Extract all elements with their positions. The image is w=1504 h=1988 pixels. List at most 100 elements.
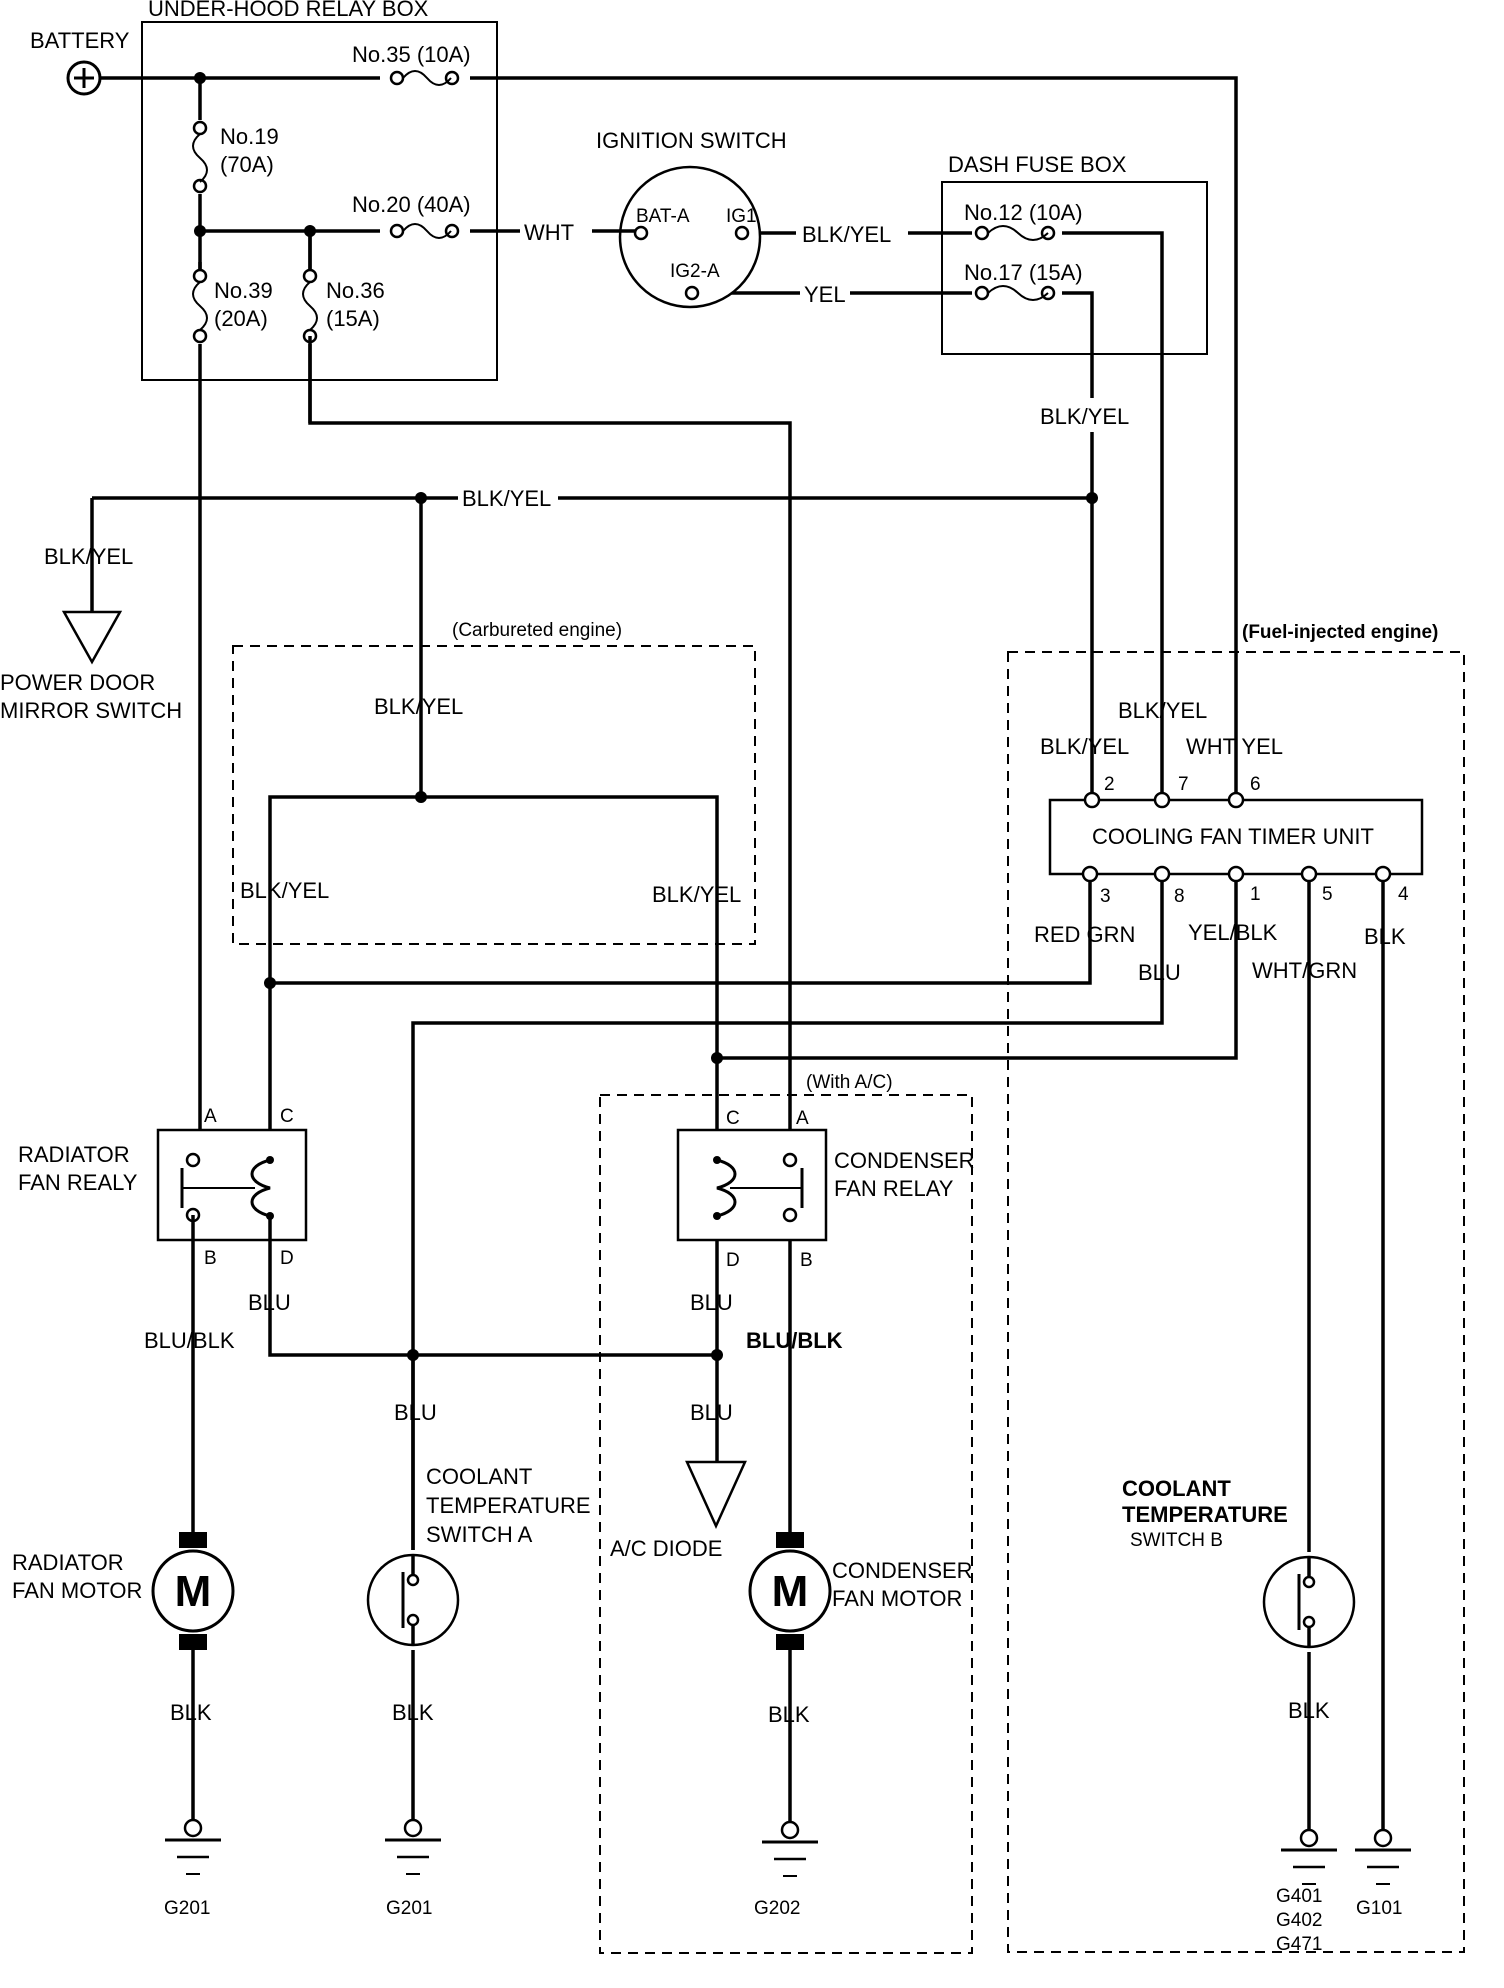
cts-a-label-2: TEMPERATURE xyxy=(426,1493,591,1518)
wire-blk-yel-carb: BLK/YEL xyxy=(374,694,463,719)
ground-label-g471: G471 xyxy=(1276,1934,1322,1955)
wire-blk-switch-a: BLK xyxy=(392,1700,434,1725)
ground-g101 xyxy=(1355,1828,1411,1885)
cond-relay-pin-a: A xyxy=(796,1108,809,1129)
wire-blk-yel-mirror: BLK/YEL xyxy=(44,544,133,569)
carbureted-engine-label: (Carbureted engine) xyxy=(452,620,622,641)
wire-blk-yel-carb-right: BLK/YEL xyxy=(652,882,741,907)
ground-label-g202: G202 xyxy=(754,1898,800,1919)
radiator-fan-relay xyxy=(156,1128,308,1242)
cts-b-label-3: SWITCH B xyxy=(1130,1530,1223,1551)
fuse-36 xyxy=(300,268,320,344)
pdm-switch-label: POWER DOOR xyxy=(0,670,155,695)
wire-blk-yel-fuse17: BLK/YEL xyxy=(1040,404,1129,429)
ground-g201-a xyxy=(165,1818,221,1875)
ig2a-label: IG2-A xyxy=(670,261,720,282)
wire-blk-pin4: BLK xyxy=(1364,924,1406,949)
cts-a-label: COOLANT xyxy=(426,1464,532,1489)
rad-motor-label-2: FAN MOTOR xyxy=(12,1578,142,1603)
wire-blk-yel-pin7: BLK/YEL xyxy=(1118,698,1207,723)
fuse39-rating: (20A) xyxy=(214,306,268,331)
rad-motor-label: RADIATOR xyxy=(12,1550,124,1575)
wire-blk-yel-pin2: BLK/YEL xyxy=(1040,734,1129,759)
with-ac-label: (With A/C) xyxy=(806,1072,893,1093)
dash-fuse-box-label: DASH FUSE BOX xyxy=(948,152,1127,177)
wire-blu-cond-relay: BLU xyxy=(690,1290,733,1315)
fuse36-label: No.36 xyxy=(326,278,385,303)
battery-terminal xyxy=(66,60,102,96)
coolant-temperature-switch-b xyxy=(1262,1555,1356,1649)
fuse17-label: No.17 (15A) xyxy=(964,260,1083,285)
fuse-12 xyxy=(972,225,1062,241)
under-hood-relay-box xyxy=(141,21,498,381)
ac-diode-label: A/C DIODE xyxy=(610,1536,722,1561)
fuse19-rating: (70A) xyxy=(220,152,274,177)
ac-diode-icon xyxy=(685,1460,747,1530)
condenser-fan-motor xyxy=(748,1532,832,1650)
ground-label-g101: G101 xyxy=(1356,1898,1402,1919)
rad-relay-label-2: FAN REALY xyxy=(18,1170,138,1195)
fuse-35 xyxy=(380,70,470,86)
cond-motor-label: CONDENSER xyxy=(832,1558,973,1583)
fuse20-label: No.20 (40A) xyxy=(352,192,471,217)
dash-fuse-box xyxy=(941,181,1208,355)
fuse-20 xyxy=(380,223,470,239)
fuse-19 xyxy=(190,120,210,194)
power-door-mirror-switch-icon xyxy=(61,610,123,665)
ground-g202 xyxy=(762,1820,818,1877)
pin-3: 3 xyxy=(1100,886,1111,907)
fuse36-rating: (15A) xyxy=(326,306,380,331)
rad-motor-symbol: M xyxy=(175,1567,212,1616)
cond-relay-pin-d: D xyxy=(726,1250,740,1271)
junction-dots xyxy=(194,72,1098,1361)
wire-blu-rad-relay: BLU xyxy=(248,1290,291,1315)
radiator-fan-motor xyxy=(151,1532,235,1650)
carbureted-engine-area xyxy=(232,645,756,945)
rad-relay-pin-c: C xyxy=(280,1106,294,1127)
fuse-17 xyxy=(972,285,1062,301)
with-ac-area xyxy=(599,1094,973,1954)
wire-wht-grn: WHT/GRN xyxy=(1252,958,1357,983)
ground-g401 xyxy=(1281,1828,1337,1885)
rad-relay-pin-a: A xyxy=(204,1106,217,1127)
fuse-39 xyxy=(190,268,210,344)
pdm-switch-label-2: MIRROR SWITCH xyxy=(0,698,182,723)
pin-8: 8 xyxy=(1174,886,1185,907)
relay-box-label: UNDER-HOOD RELAY BOX xyxy=(148,0,429,21)
wire-blu-switch-a: BLU xyxy=(394,1400,437,1425)
ground-label-g402: G402 xyxy=(1276,1910,1322,1931)
wire-blk-yel-ig1: BLK/YEL xyxy=(802,222,891,247)
wires xyxy=(86,76,1385,1830)
wire-blk-cond-motor: BLK xyxy=(768,1702,810,1727)
wire-blk-yel-branch: BLK/YEL xyxy=(462,486,551,511)
cooling-fan-timer-unit xyxy=(1048,791,1424,883)
cond-motor-label-2: FAN MOTOR xyxy=(832,1586,962,1611)
condenser-fan-relay xyxy=(676,1128,828,1242)
ground-label-g201-b: G201 xyxy=(386,1898,432,1919)
wire-blk-yel-carb-left: BLK/YEL xyxy=(240,878,329,903)
fuse35-label: No.35 (10A) xyxy=(352,42,471,67)
fuse19-label: No.19 xyxy=(220,124,279,149)
cond-relay-label: CONDENSER xyxy=(834,1148,975,1173)
cts-b-label: COOLANT xyxy=(1122,1476,1231,1501)
wire-blu-pin8: BLU xyxy=(1138,960,1181,985)
pin-6: 6 xyxy=(1250,774,1261,795)
pin-5: 5 xyxy=(1322,884,1333,905)
rad-relay-pin-d: D xyxy=(280,1248,294,1269)
bat-a-label: BAT-A xyxy=(636,206,690,227)
rad-relay-pin-b: B xyxy=(204,1248,217,1269)
wire-yel: YEL xyxy=(804,282,846,307)
fuse39-label: No.39 xyxy=(214,278,273,303)
cond-motor-symbol: M xyxy=(772,1567,809,1616)
cond-relay-pin-c: C xyxy=(726,1108,740,1129)
cts-a-label-3: SWITCH A xyxy=(426,1522,533,1547)
ground-g201-b xyxy=(385,1818,441,1875)
fuel-injected-engine-label: (Fuel-injected engine) xyxy=(1242,622,1438,643)
wire-yel-blk: YEL/BLK xyxy=(1188,920,1278,945)
pin-7: 7 xyxy=(1178,774,1189,795)
wire-red-grn: RED GRN xyxy=(1034,922,1135,947)
cts-b-label-2: TEMPERATURE xyxy=(1122,1502,1288,1527)
cond-relay-label-2: FAN RELAY xyxy=(834,1176,954,1201)
ignition-switch-label: IGNITION SWITCH xyxy=(596,128,787,153)
